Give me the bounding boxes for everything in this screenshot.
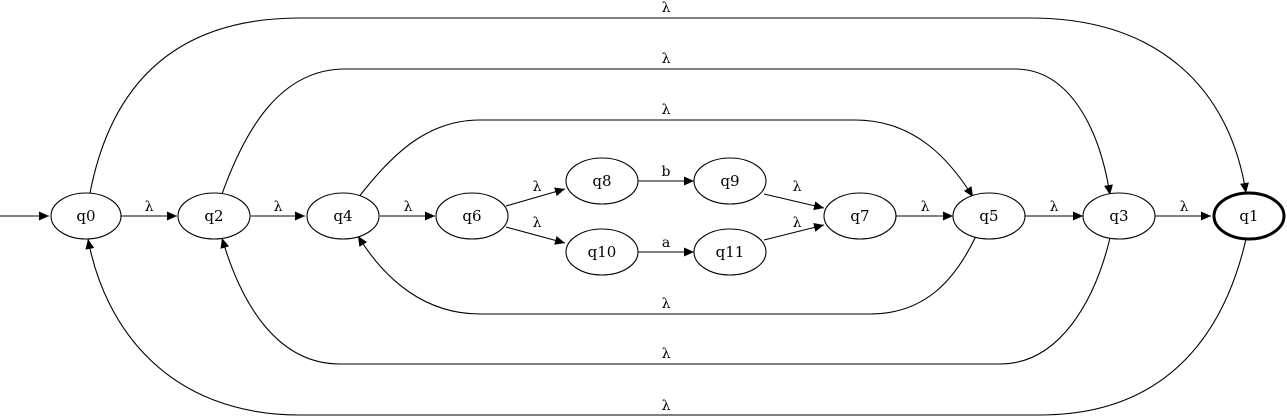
state-q9[interactable]: q9	[693, 157, 767, 205]
edge-q11-q7	[763, 223, 825, 241]
state-label-q1: q1	[1239, 207, 1258, 225]
label-q4-q6: λ	[404, 199, 413, 215]
label-q2-q4: λ	[274, 199, 283, 215]
edge-q3-q2	[220, 237, 1111, 365]
state-q7[interactable]: q7	[823, 192, 897, 240]
state-label-q10: q10	[588, 243, 617, 261]
edge-q6-q8	[505, 187, 566, 207]
label-q5-q3: λ	[1050, 199, 1059, 215]
label-q9-q7: λ	[793, 179, 802, 195]
state-label-q6: q6	[462, 207, 481, 225]
label-q7-q5: λ	[921, 199, 930, 215]
label-q5-q4: λ	[662, 296, 671, 312]
label-q3-q2: λ	[662, 346, 671, 362]
state-q0[interactable]: q0	[50, 192, 122, 240]
state-q11[interactable]: q11	[693, 228, 767, 276]
label-q3-q1: λ	[1180, 199, 1189, 215]
label-q4-q5: λ	[662, 102, 671, 118]
edge-q1-q0	[85, 238, 1247, 416]
label-q2-q3: λ	[662, 51, 671, 67]
label-q1-q0: λ	[662, 398, 671, 414]
state-q2[interactable]: q2	[177, 192, 251, 240]
state-label-q2: q2	[204, 207, 223, 225]
state-q1[interactable]: q1	[1212, 191, 1286, 241]
state-q10[interactable]: q10	[565, 228, 639, 276]
label-q0-q2: λ	[145, 199, 154, 215]
label-q0-q1: λ	[662, 0, 671, 16]
state-label-q11: q11	[716, 243, 745, 261]
state-q3[interactable]: q3	[1082, 192, 1156, 240]
state-label-q0: q0	[76, 207, 95, 225]
state-q4[interactable]: q4	[306, 192, 380, 240]
edge-q6-q10	[505, 226, 566, 245]
state-label-q9: q9	[720, 172, 739, 190]
label-q8-q9: b	[662, 164, 671, 180]
label-q11-q7: λ	[793, 215, 802, 231]
edge-q4-q5	[357, 119, 974, 199]
state-label-q3: q3	[1109, 207, 1128, 225]
edge-q2-q3	[221, 68, 1113, 196]
state-q8[interactable]: q8	[565, 157, 639, 205]
label-q6-q10: λ	[533, 215, 542, 231]
edge-q5-q4	[357, 235, 977, 315]
state-q6[interactable]: q6	[435, 192, 509, 240]
state-label-q4: q4	[333, 207, 352, 225]
edge-q0-q1	[89, 17, 1249, 194]
label-q10-q11: a	[662, 235, 670, 251]
state-label-q7: q7	[850, 207, 869, 225]
state-q5[interactable]: q5	[952, 192, 1026, 240]
label-q6-q8: λ	[533, 179, 542, 195]
edge-q9-q7	[763, 193, 825, 211]
state-label-q8: q8	[592, 172, 611, 190]
state-label-q5: q5	[979, 207, 998, 225]
